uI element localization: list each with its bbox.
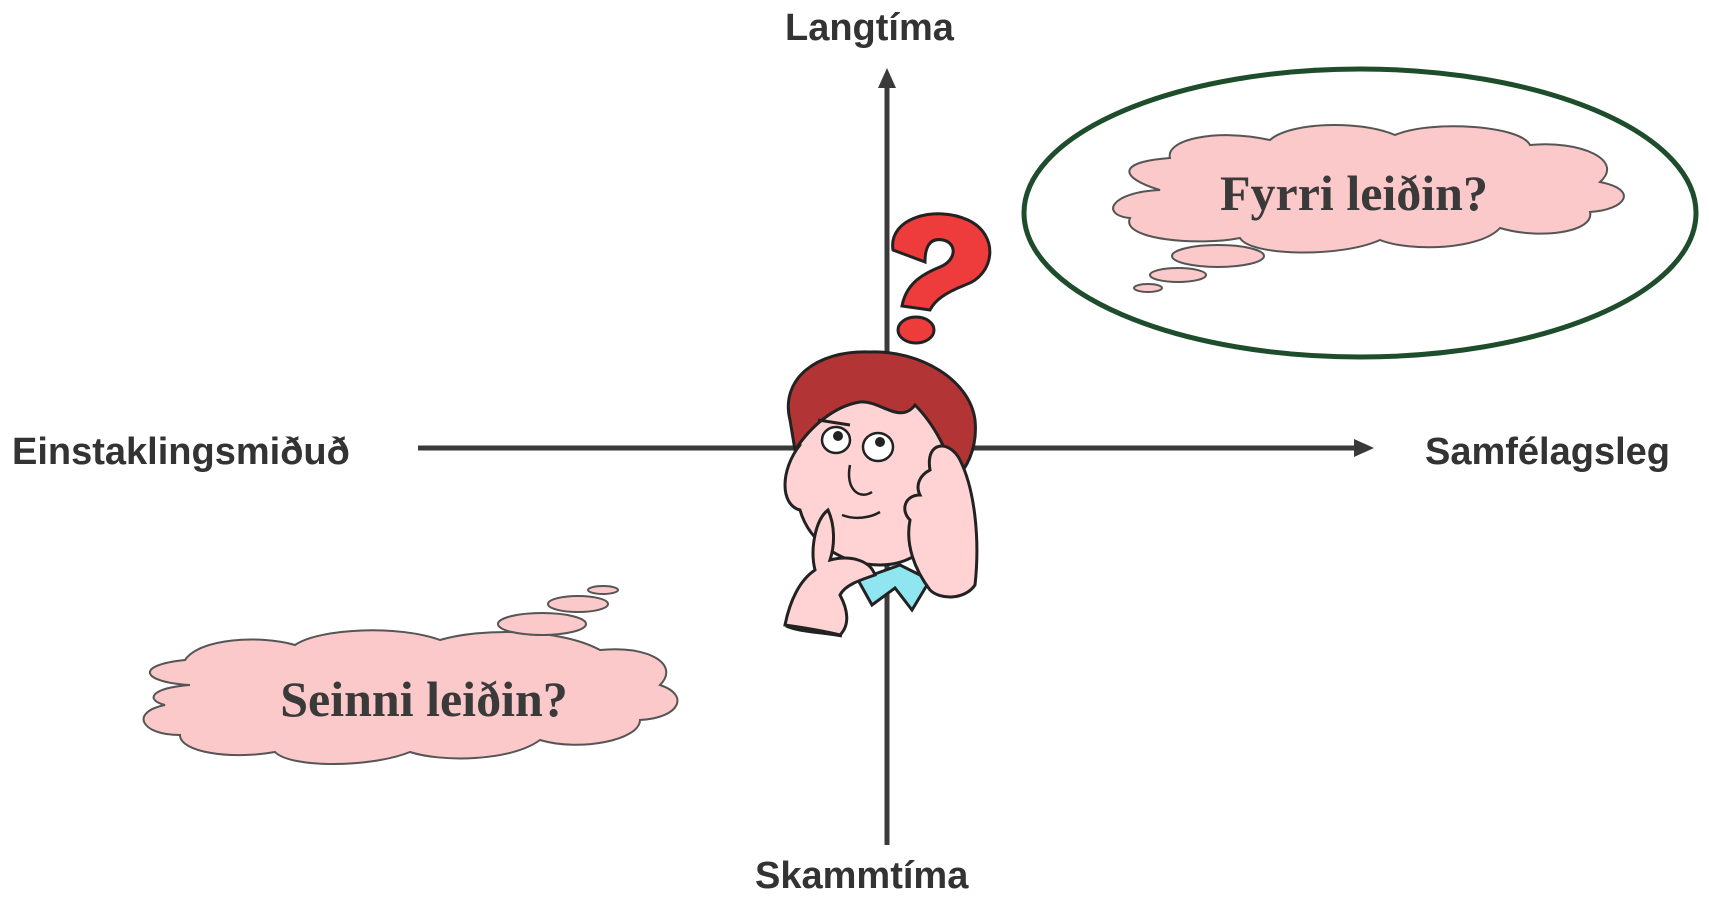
bubble-text-upper: Fyrri leiðin? (1220, 165, 1488, 221)
up-arrow-icon (878, 68, 896, 88)
bubble-text-lower: Seinni leiðin? (280, 671, 568, 727)
thought-bubble-lower-left: Seinni leiðin? (144, 586, 678, 764)
right-arrow-icon (1354, 439, 1374, 457)
axis-label-right: Samfélagsleg (1425, 433, 1670, 471)
axis-label-left: Einstaklingsmiðuð (12, 433, 350, 471)
thinking-person-icon (785, 352, 977, 636)
axis-label-bottom: Skammtíma (755, 857, 968, 895)
thought-bubble-upper-right: Fyrri leiðin? (1113, 125, 1624, 292)
question-mark-icon (893, 214, 990, 343)
axis-label-top: Langtíma (785, 9, 954, 47)
